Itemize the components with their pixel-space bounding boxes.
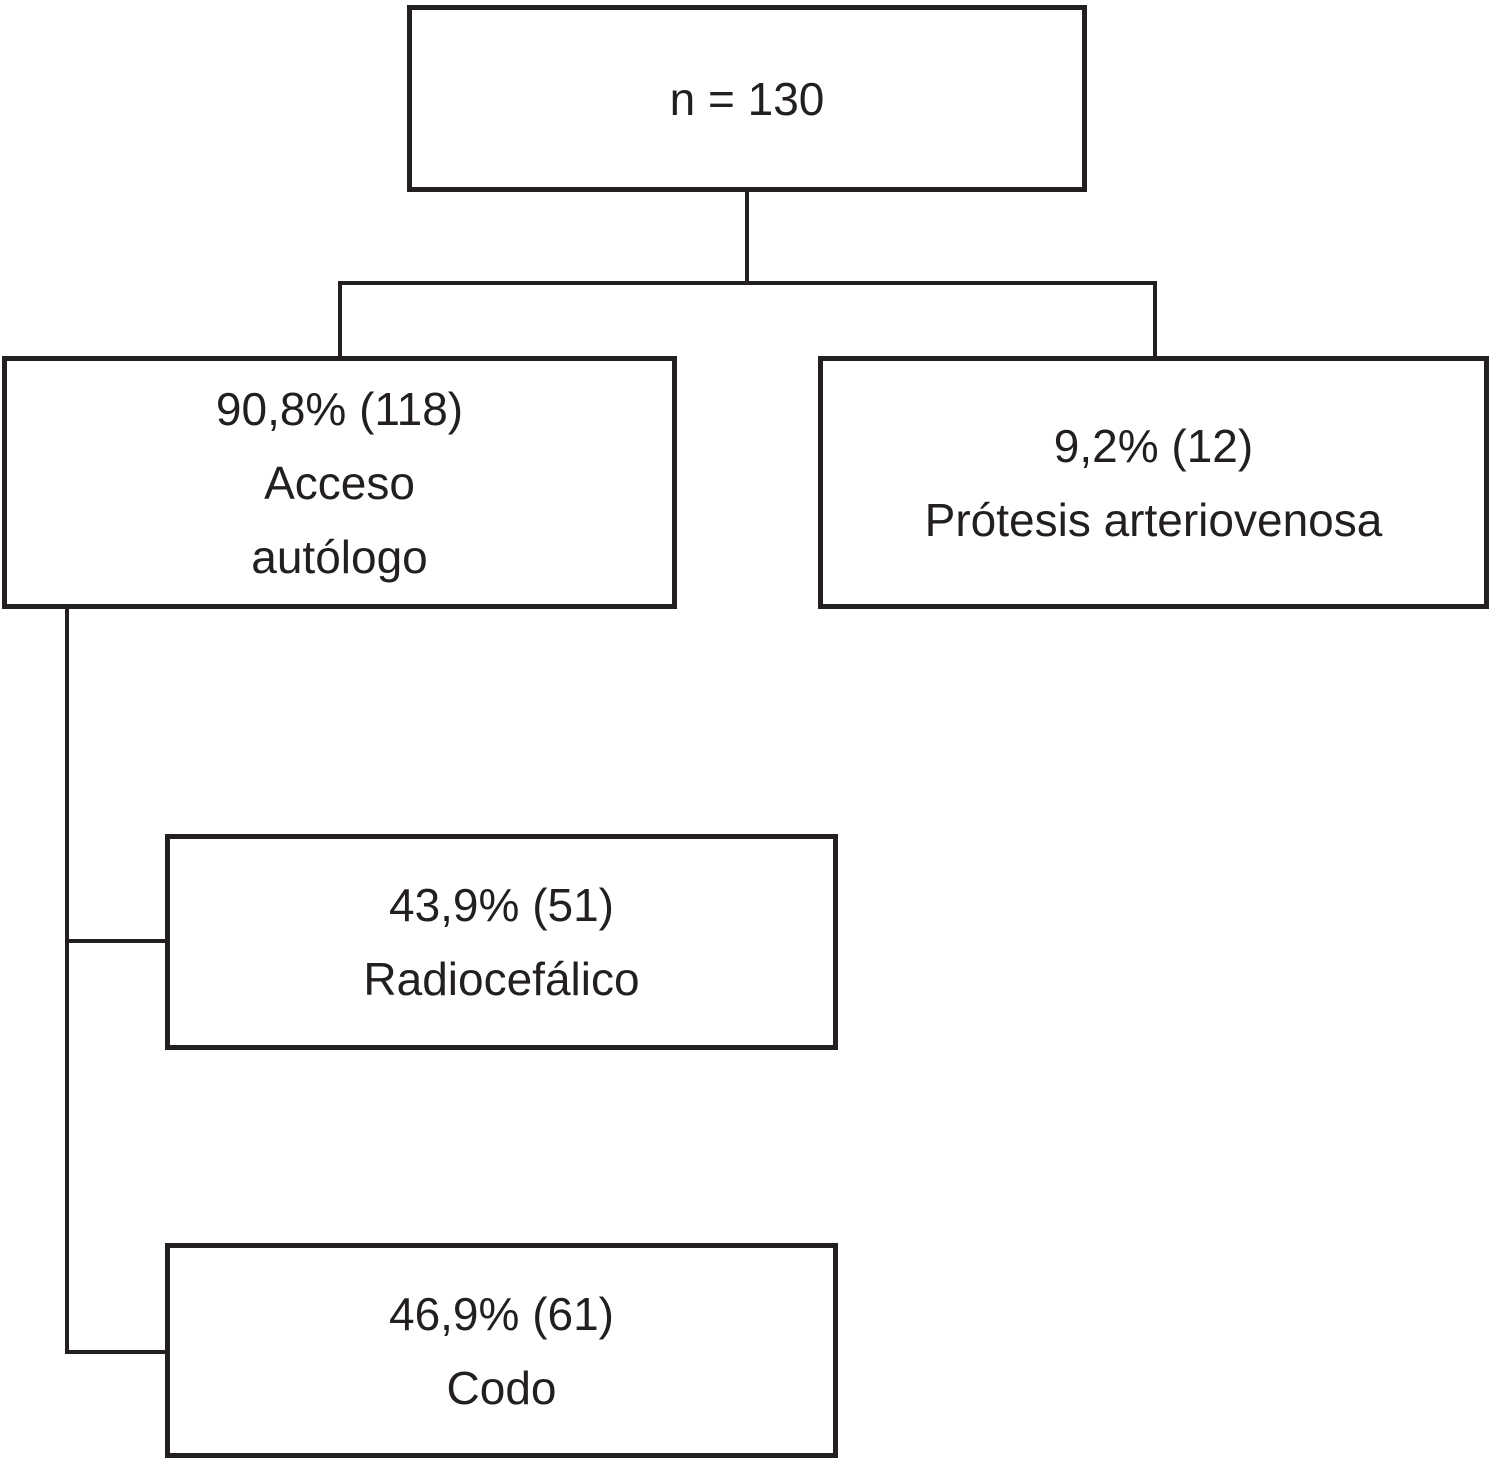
node-autologous-access: 90,8% (118) Acceso autólogo: [2, 356, 677, 609]
connector-branch-elbow: [65, 1350, 165, 1354]
connector-horizontal-tee: [338, 281, 1157, 285]
connector-branch-radiocephalic: [65, 939, 165, 943]
connector-left-drop: [338, 281, 342, 356]
node-radiocephalic-percent: 43,9% (51): [388, 879, 614, 931]
node-radiocephalic-label: Radiocefálico: [363, 953, 640, 1005]
node-total-label: n = 130: [669, 72, 825, 125]
node-autologous-label-line2: autólogo: [251, 530, 428, 583]
node-elbow-percent: 46,9% (61): [388, 1287, 614, 1340]
node-elbow-label: Codo: [446, 1361, 557, 1414]
node-total: n = 130: [407, 5, 1087, 192]
connector-right-drop: [1153, 281, 1157, 356]
node-arteriovenous-prosthesis: 9,2% (12) Prótesis arteriovenosa: [818, 356, 1489, 609]
node-autologous-label-line1: Acceso: [264, 456, 415, 509]
node-autologous-percent: 90,8% (118): [215, 382, 464, 435]
connector-autologous-trunk: [65, 609, 69, 1354]
node-radiocephalic: 43,9% (51) Radiocefálico: [165, 834, 838, 1050]
node-prosthesis-label: Prótesis arteriovenosa: [924, 493, 1383, 546]
node-prosthesis-percent: 9,2% (12): [1053, 419, 1254, 472]
connector-root-drop: [745, 192, 749, 285]
node-elbow: 46,9% (61) Codo: [165, 1243, 838, 1458]
